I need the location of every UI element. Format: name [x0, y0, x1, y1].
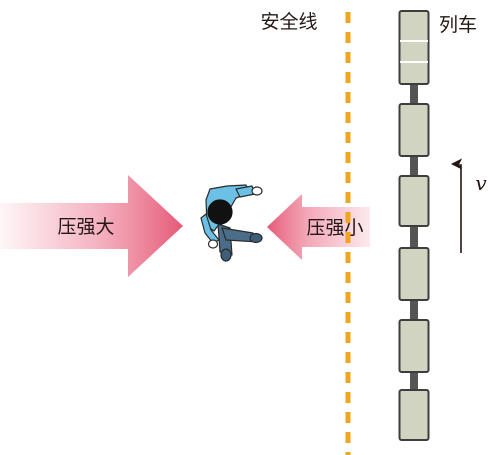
train-label: 列车	[439, 14, 477, 36]
safety-line-label: 安全线	[260, 11, 317, 33]
train-car	[398, 247, 430, 301]
train-car-front	[398, 10, 430, 85]
train-car	[398, 103, 430, 157]
safety-line: 安全线	[260, 11, 351, 455]
velocity-arrow: v	[450, 158, 487, 253]
pressure-high-arrow: 压强大	[0, 175, 183, 277]
pressure-low-label: 压强小	[306, 217, 363, 239]
velocity-label: v	[475, 171, 487, 195]
train-car	[398, 319, 430, 373]
train-car	[398, 175, 430, 227]
pressure-low-arrow: 压强小	[267, 194, 370, 260]
train-car	[398, 389, 430, 441]
pressure-high-label: 压强大	[57, 216, 114, 238]
person-figure	[200, 184, 263, 262]
train: 列车	[398, 10, 477, 441]
